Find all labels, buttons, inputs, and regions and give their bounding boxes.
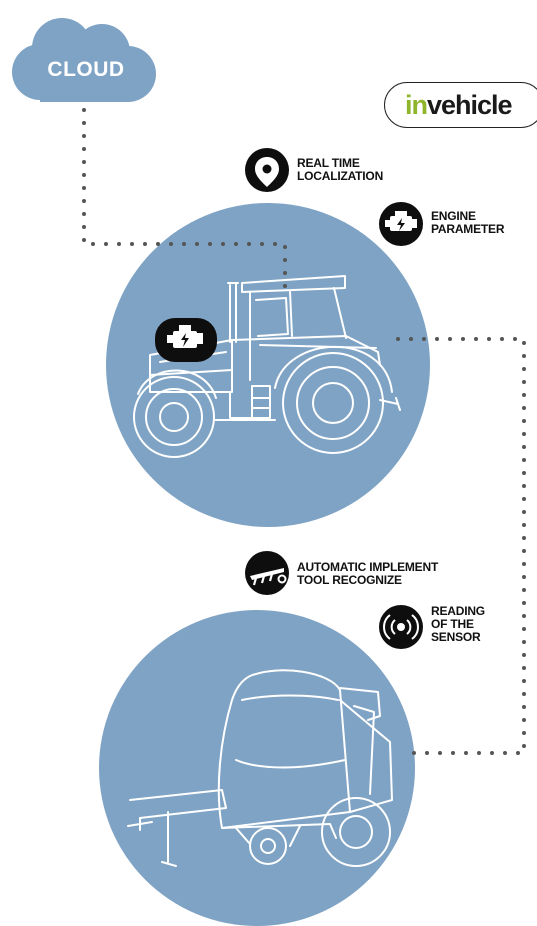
label-line: LOCALIZATION <box>297 169 384 183</box>
cloud-label: CLOUD <box>47 58 125 81</box>
signal-icon <box>379 605 423 649</box>
label-automatic-implement: AUTOMATIC IMPLEMENT TOOL RECOGNIZE <box>297 561 438 587</box>
label-line: PARAMETER <box>431 222 505 236</box>
map-pin-icon <box>245 148 289 192</box>
logo-prefix: in <box>405 89 428 120</box>
engine-icon <box>379 202 423 246</box>
label-line: ENGINE <box>431 209 476 223</box>
engine-icon-tractor <box>155 318 217 362</box>
dotted-connector-cloud <box>82 108 287 294</box>
baler-circle <box>99 610 415 926</box>
label-line: OF THE <box>431 617 474 631</box>
tractor-illustration <box>133 275 401 458</box>
label-line: SENSOR <box>431 630 481 644</box>
label-real-time-localization: REAL TIME LOCALIZATION <box>297 157 383 183</box>
tractor-circle <box>106 203 430 527</box>
baler-illustration <box>127 669 393 867</box>
label-line: REAL TIME <box>297 156 360 170</box>
dotted-connector-tractor-baler <box>396 337 526 755</box>
label-line: TOOL RECOGNIZE <box>297 573 402 587</box>
label-reading-sensor: READING OF THE SENSOR <box>431 605 485 644</box>
cloud-shape <box>12 18 156 102</box>
label-engine-parameter: ENGINE PARAMETER <box>431 209 505 236</box>
label-line: AUTOMATIC IMPLEMENT <box>297 560 439 574</box>
plough-icon <box>245 551 289 595</box>
logo-suffix: vehicle <box>427 89 513 120</box>
label-line: READING <box>431 604 485 618</box>
